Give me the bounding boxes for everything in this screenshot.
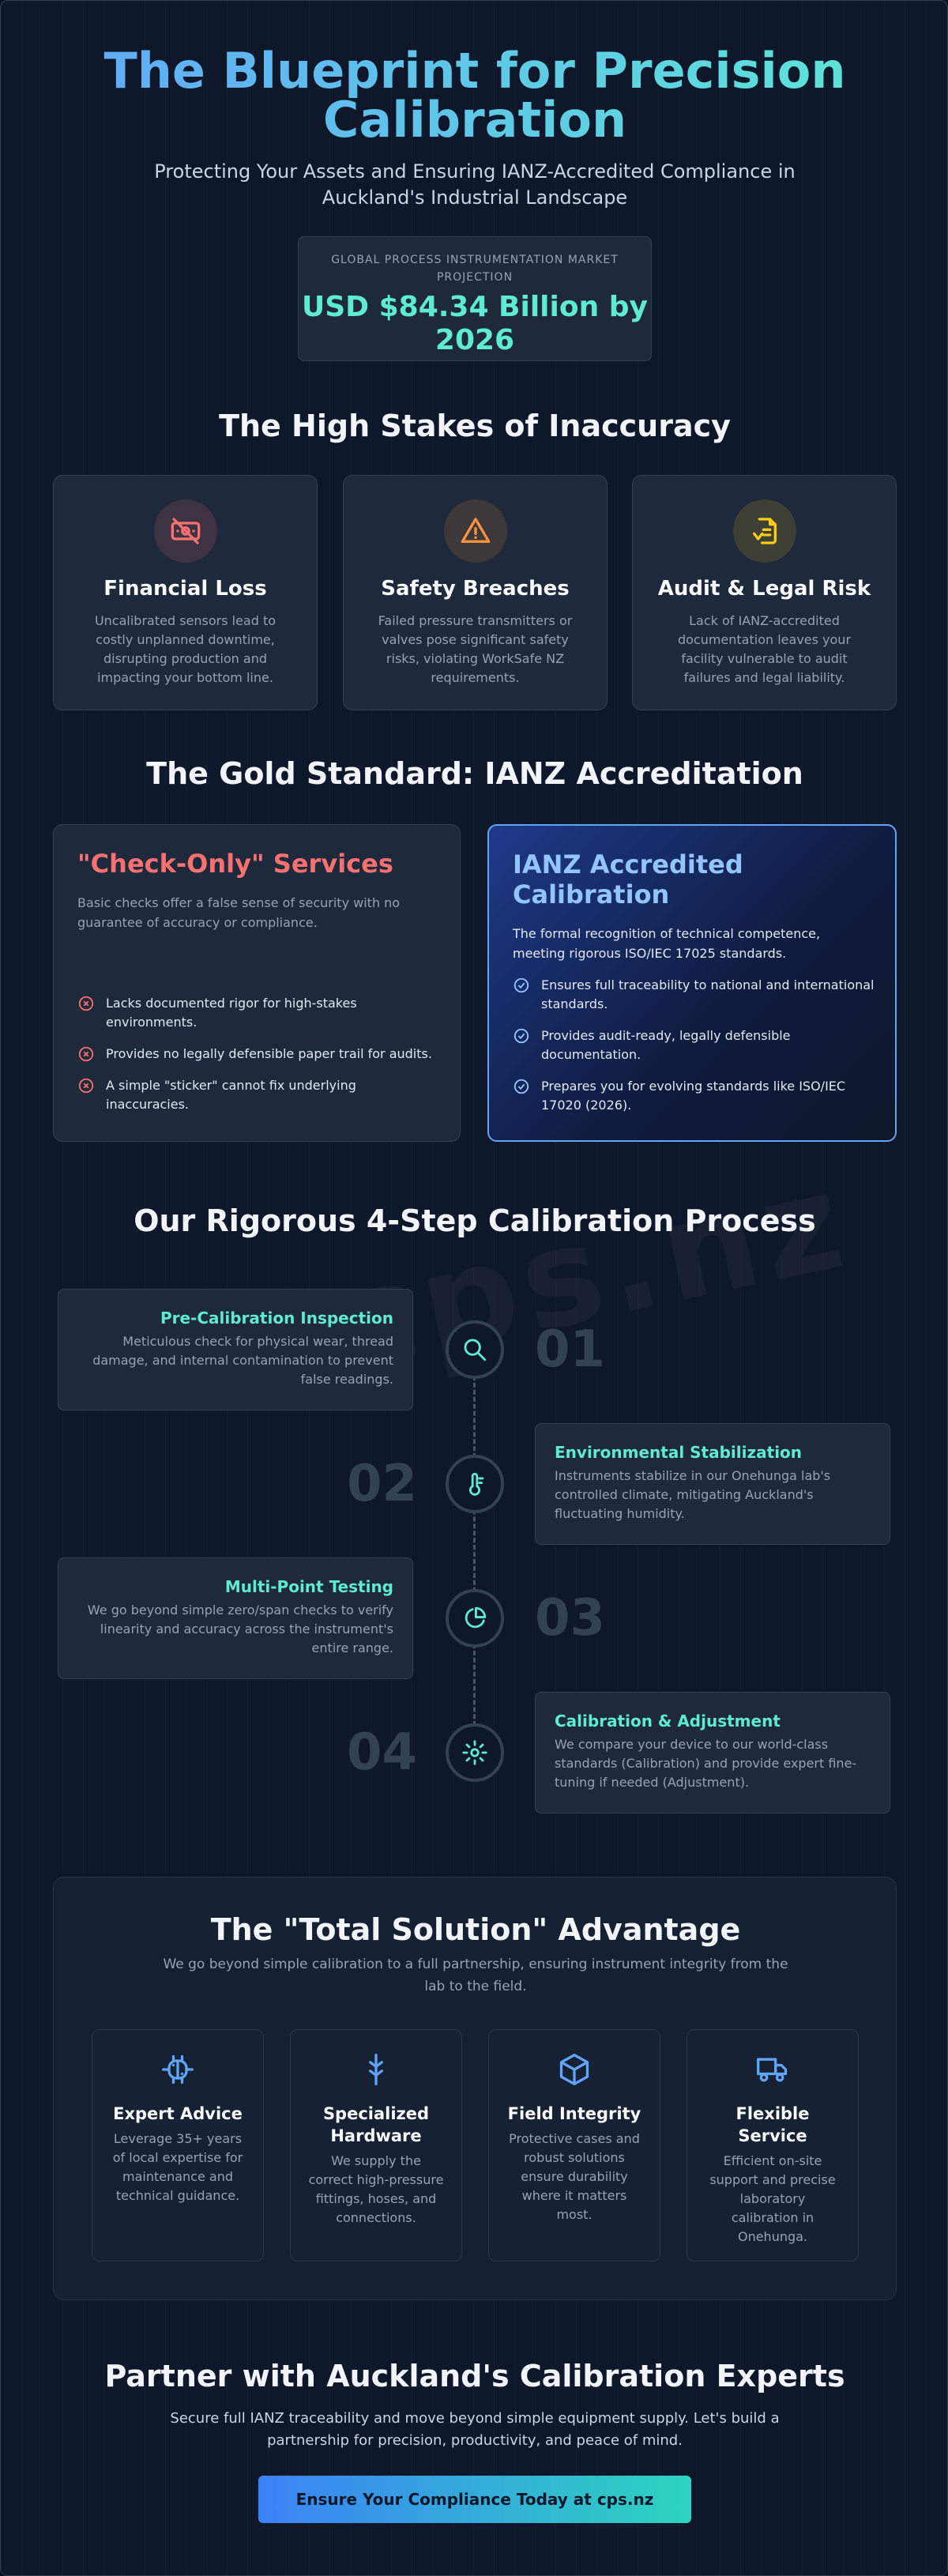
step-title: Environmental Stabilization	[555, 1443, 803, 1462]
step-number: 03	[535, 1589, 606, 1648]
list-item-text: Prepares you for evolving standards like…	[541, 1079, 846, 1113]
feature-title: Field Integrity	[507, 2104, 641, 2123]
list-item: Ensures full traceability to national an…	[513, 976, 876, 1014]
list-item: Provides audit-ready, legally defensible…	[513, 1026, 876, 1064]
cta-button[interactable]: Ensure Your Compliance Today at cps.nz	[258, 2476, 691, 2523]
step-number: 02	[347, 1455, 418, 1513]
check-only-card: "Check-Only" Services Basic checks offer…	[53, 824, 461, 1142]
money-off-icon	[153, 499, 217, 563]
warning-icon	[443, 499, 507, 563]
standard-title: The Gold Standard: IANZ Accreditation	[146, 756, 803, 791]
step-text: Instruments stabilize in our Onehunga la…	[555, 1468, 831, 1521]
solution-panel: The "Total Solution" Advantage We go bey…	[53, 1877, 897, 2300]
risk-card-audit: Audit & Legal Risk Lack of IANZ-accredit…	[632, 475, 897, 710]
feature-card-field: Field Integrity Protective cases and rob…	[488, 2029, 660, 2262]
list-item-text: A simple "sticker" cannot fix underlying…	[106, 1078, 356, 1112]
accredited-card: IANZ Accredited Calibration The formal r…	[487, 824, 897, 1142]
risk-title: Financial Loss	[103, 577, 267, 601]
step-number: 01	[535, 1320, 606, 1379]
hero-title: The Blueprint for Precision Calibration	[1, 47, 947, 145]
process-title: Our Rigorous 4-Step Calibration Process	[134, 1203, 816, 1238]
risk-title: Audit & Legal Risk	[657, 577, 871, 601]
gear-icon	[446, 1723, 504, 1782]
list-item-text: Ensures full traceability to national an…	[541, 977, 875, 1011]
feature-title: Expert Advice	[113, 2104, 243, 2123]
truck-icon	[757, 2058, 788, 2082]
step-card-3: Multi-Point Testing We go beyond simple …	[58, 1557, 413, 1679]
risk-text: Uncalibrated sensors lead to costly unpl…	[94, 613, 276, 685]
check-only-list: Lacks documented rigor for high-stakes e…	[77, 994, 441, 1127]
step-number: 04	[347, 1723, 418, 1782]
check-circle-icon	[514, 977, 529, 993]
feature-card-hardware: Specialized Hardware We supply the corre…	[290, 2029, 462, 2262]
feature-text: Protective cases and robust solutions en…	[509, 2131, 640, 2222]
fitting-icon	[369, 2054, 383, 2085]
step-title: Calibration & Adjustment	[555, 1712, 781, 1731]
step-text: We go beyond simple zero/span checks to …	[87, 1602, 393, 1655]
check-circle-icon	[514, 1079, 529, 1094]
solution-subtitle: We go beyond simple calibration to a ful…	[163, 1956, 788, 1994]
feature-card-service: Flexible Service Efficient on-site suppo…	[687, 2029, 859, 2262]
box-icon	[559, 2054, 589, 2085]
step-card-1: Pre-Calibration Inspection Meticulous ch…	[58, 1289, 413, 1410]
list-item-text: Provides audit-ready, legally defensible…	[541, 1028, 791, 1062]
timeline-line	[473, 1376, 476, 1747]
x-circle-icon	[78, 1078, 94, 1094]
risk-card-financial: Financial Loss Uncalibrated sensors lead…	[53, 475, 318, 710]
feature-text: We supply the correct high-pressure fitt…	[308, 2153, 444, 2225]
market-stat-box: GLOBAL PROCESS INSTRUMENTATION MARKET PR…	[298, 236, 652, 361]
check-only-desc: Basic checks offer a false sense of secu…	[77, 895, 401, 930]
risk-card-safety: Safety Breaches Failed pressure transmit…	[343, 475, 608, 710]
stat-value: USD $84.34 Billion by 2026	[302, 291, 648, 356]
feature-title: Flexible Service	[735, 2104, 810, 2145]
risk-title: Safety Breaches	[381, 577, 570, 601]
stakes-title: The High Stakes of Inaccuracy	[219, 409, 731, 443]
step-card-4: Calibration & Adjustment We compare your…	[535, 1692, 890, 1813]
list-item: Provides no legally defensible paper tra…	[77, 1045, 441, 1064]
cta-title: Partner with Auckland's Calibration Expe…	[104, 2359, 845, 2393]
brain-icon	[162, 2054, 194, 2085]
thermometer-icon	[446, 1455, 504, 1513]
hero-title-line2: Calibration	[322, 91, 627, 149]
accredited-list: Ensures full traceability to national an…	[513, 976, 876, 1128]
hero-subtitle: Protecting Your Assets and Ensuring IANZ…	[154, 160, 796, 209]
feature-text: Efficient on-site support and precise la…	[709, 2153, 836, 2244]
x-circle-icon	[78, 996, 94, 1011]
list-item: Prepares you for evolving standards like…	[513, 1077, 876, 1115]
step-card-2: Environmental Stabilization Instruments …	[535, 1423, 890, 1545]
feature-title: Specialized Hardware	[322, 2104, 430, 2145]
feature-card-expert: Expert Advice Leverage 35+ years of loca…	[92, 2029, 264, 2262]
solution-title: The "Total Solution" Advantage	[210, 1912, 741, 1947]
step-text: Meticulous check for physical wear, thre…	[92, 1334, 393, 1387]
document-alert-icon	[732, 499, 796, 563]
step-title: Multi-Point Testing	[224, 1577, 393, 1596]
accredited-desc: The formal recognition of technical comp…	[513, 926, 821, 961]
cta-subtitle: Secure full IANZ traceability and move b…	[170, 2410, 780, 2449]
x-circle-icon	[78, 1046, 94, 1062]
list-item-text: Provides no legally defensible paper tra…	[106, 1046, 432, 1061]
risk-text: Failed pressure transmitters or valves p…	[378, 613, 573, 685]
feature-text: Leverage 35+ years of local expertise fo…	[112, 2131, 243, 2203]
accredited-title: IANZ Accredited Calibration	[513, 849, 743, 910]
risk-text: Lack of IANZ-accredited documentation le…	[677, 613, 852, 685]
pie-chart-icon	[446, 1589, 504, 1648]
list-item-text: Lacks documented rigor for high-stakes e…	[106, 996, 357, 1030]
step-text: We compare your device to our world-clas…	[555, 1737, 857, 1790]
check-circle-icon	[514, 1028, 529, 1044]
list-item: Lacks documented rigor for high-stakes e…	[77, 994, 441, 1032]
stat-label: GLOBAL PROCESS INSTRUMENTATION MARKET PR…	[331, 254, 619, 284]
search-icon	[446, 1320, 504, 1379]
step-title: Pre-Calibration Inspection	[160, 1309, 393, 1328]
check-only-title: "Check-Only" Services	[77, 849, 393, 879]
list-item: A simple "sticker" cannot fix underlying…	[77, 1076, 441, 1114]
